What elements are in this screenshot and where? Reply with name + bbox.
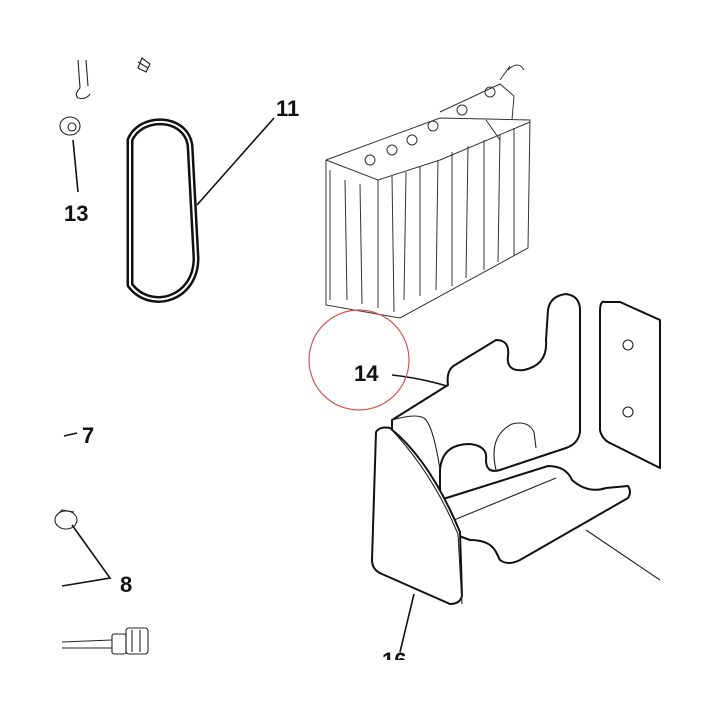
crop-mask — [360, 660, 440, 690]
base-tray-part — [439, 465, 661, 581]
rear-bracket-plate-part — [599, 300, 661, 469]
callout-13: 13 — [64, 201, 88, 226]
highlight-circle-14 — [308, 309, 410, 411]
cable-connector-part — [61, 627, 149, 655]
callout-11: 11 — [276, 96, 299, 121]
callout-14: 14 — [354, 361, 379, 386]
front-plate-part — [371, 426, 463, 605]
gasket-ring-part — [126, 118, 200, 303]
callout-8: 8 — [120, 572, 132, 597]
grommet-part — [59, 116, 81, 136]
heater-core-part — [325, 64, 531, 319]
leader-line-11 — [196, 117, 275, 206]
screw-part — [137, 57, 151, 73]
hook-bracket-part — [75, 59, 91, 100]
leader-line-7 — [63, 432, 78, 437]
leader-line-16 — [399, 593, 415, 653]
leader-line-14 — [391, 374, 448, 387]
saddle-bracket-part — [391, 293, 581, 521]
plug-clip-part — [54, 509, 78, 530]
leader-line-13 — [72, 139, 79, 193]
callout-7: 7 — [82, 423, 94, 448]
leader-line-8 — [61, 524, 112, 587]
